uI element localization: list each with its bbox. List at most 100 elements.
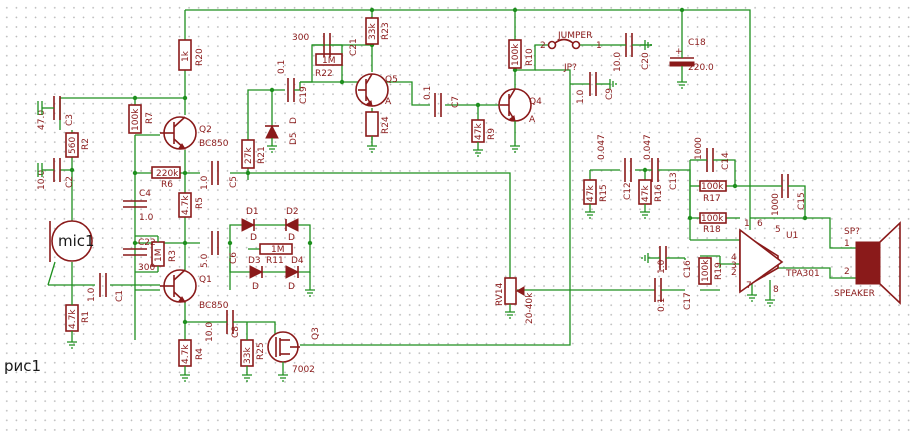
- svg-text:C18: C18: [688, 38, 706, 48]
- svg-text:4.7k: 4.7k: [181, 344, 191, 364]
- svg-text:JUMPER: JUMPER: [557, 31, 592, 41]
- svg-text:JP?: JP?: [563, 63, 577, 73]
- svg-text:C2: C2: [65, 176, 75, 188]
- svg-text:Q4: Q4: [529, 97, 542, 107]
- svg-text:C21: C21: [349, 38, 359, 56]
- svg-text:R1: R1: [81, 311, 91, 323]
- svg-text:D: D: [288, 233, 295, 243]
- speaker-sp: SP? 1 2 SPEAKER: [834, 221, 901, 305]
- svg-text:R7: R7: [145, 112, 155, 124]
- svg-text:C16: C16: [683, 260, 693, 278]
- resistor-r10: 100k R10: [508, 39, 535, 69]
- svg-text:2: 2: [731, 268, 737, 278]
- svg-text:TPA301: TPA301: [785, 269, 820, 279]
- svg-text:100k: 100k: [511, 43, 521, 66]
- svg-text:0.1: 0.1: [657, 298, 667, 312]
- resistor-r19: 100k R19: [698, 257, 724, 285]
- svg-text:R15: R15: [599, 184, 609, 202]
- svg-text:BC850: BC850: [199, 139, 229, 149]
- resistor-r11: 1M R11: [259, 243, 293, 266]
- svg-text:U1: U1: [786, 231, 798, 241]
- resistor-r22: 1M R22: [315, 53, 343, 79]
- svg-text:10.0: 10.0: [205, 322, 215, 342]
- capacitor-c22: C22 300: [123, 235, 158, 273]
- transistor-q3: Q3 7002: [267, 327, 321, 375]
- resistor-r23: 33k R23: [365, 17, 391, 45]
- svg-text:R6: R6: [161, 180, 173, 190]
- amplifier-u1: U1 TPA301 4 3 2 1 5 6 7 8: [731, 219, 820, 295]
- svg-text:D2: D2: [286, 207, 299, 217]
- svg-text:C12: C12: [623, 182, 633, 200]
- resistor-r5: 4.7k R5: [178, 192, 205, 218]
- svg-text:1: 1: [596, 41, 602, 51]
- capacitor-c20: 10.0 C20: [612, 33, 651, 72]
- svg-text:5: 5: [775, 225, 781, 235]
- svg-text:D: D: [288, 282, 295, 292]
- diode-d3: D3 D: [248, 256, 264, 292]
- svg-text:A: A: [385, 97, 392, 107]
- capacitor-c7: 0.1 C7: [423, 86, 461, 117]
- svg-text:BC850: BC850: [199, 301, 229, 311]
- svg-text:Q5: Q5: [385, 75, 398, 85]
- resistor-r6: 220k R6: [151, 166, 181, 190]
- ground-symbols: [37, 40, 775, 382]
- svg-text:1: 1: [844, 239, 850, 249]
- svg-text:C15: C15: [797, 192, 807, 210]
- svg-text:Q2: Q2: [199, 125, 212, 135]
- resistor-r25: 33k R25: [240, 322, 266, 375]
- svg-text:C14: C14: [721, 152, 731, 170]
- diode-d5: D5 D: [265, 117, 299, 146]
- svg-text:R18: R18: [703, 225, 721, 235]
- svg-text:D1: D1: [246, 207, 259, 217]
- svg-text:1M: 1M: [322, 56, 336, 66]
- resistor-r21: 27k R21: [241, 139, 267, 169]
- svg-text:C5: C5: [229, 176, 239, 188]
- svg-text:C19: C19: [299, 86, 309, 104]
- svg-text:4: 4: [731, 253, 737, 263]
- svg-text:C1: C1: [115, 290, 125, 302]
- svg-text:33k: 33k: [368, 23, 378, 40]
- svg-text:R10: R10: [525, 48, 535, 66]
- svg-text:R16: R16: [654, 184, 664, 202]
- svg-text:D5: D5: [289, 132, 299, 145]
- svg-text:C13: C13: [669, 172, 679, 190]
- svg-text:10.0: 10.0: [37, 170, 47, 190]
- svg-text:R3: R3: [168, 250, 178, 262]
- jumper-jp: JUMPER 2 1 JP?: [540, 31, 602, 73]
- svg-text:7: 7: [746, 281, 752, 291]
- transistor-q4: Q4 A: [498, 88, 542, 146]
- svg-text:5.0: 5.0: [200, 253, 210, 268]
- svg-text:0.1: 0.1: [277, 60, 287, 74]
- svg-text:1.0: 1.0: [139, 213, 154, 223]
- svg-text:47.0: 47.0: [37, 110, 47, 130]
- potentiometer-rv14: RV14 20-40k: [495, 277, 535, 324]
- resistor-r1: 4.7k R1: [65, 295, 91, 342]
- figure-label: рис1: [4, 357, 41, 375]
- svg-text:100k: 100k: [701, 214, 724, 224]
- svg-text:+: +: [675, 47, 683, 57]
- transistor-q5: Q5 A: [355, 73, 398, 107]
- svg-text:RV14: RV14: [495, 282, 505, 306]
- svg-text:100k: 100k: [131, 108, 141, 131]
- capacitor-c9: 1.0 C9: [576, 72, 615, 104]
- capacitor-c15: 1000 C15: [770, 174, 807, 216]
- svg-text:220k: 220k: [156, 169, 179, 179]
- resistor-r9: 47k R9: [471, 119, 497, 150]
- capacitor-c2: 10.0 C2: [37, 158, 75, 190]
- resistor-r18: 100k R18: [699, 212, 727, 235]
- svg-text:300: 300: [138, 263, 155, 273]
- svg-text:1000: 1000: [771, 193, 781, 216]
- svg-text:100k: 100k: [701, 259, 711, 282]
- svg-text:4.7k: 4.7k: [68, 309, 78, 329]
- svg-text:220.0: 220.0: [688, 63, 714, 73]
- svg-text:4.7k: 4.7k: [181, 195, 191, 215]
- capacitor-c3: 47.0 C3: [37, 96, 75, 130]
- svg-text:27k: 27k: [244, 147, 254, 164]
- svg-text:100k: 100k: [701, 182, 724, 192]
- capacitor-c8: 10.0 C8: [205, 310, 246, 342]
- resistor-r15: 47k R15: [583, 179, 609, 212]
- svg-text:8: 8: [773, 285, 779, 295]
- svg-text:C7: C7: [451, 96, 461, 108]
- svg-text:C8: C8: [231, 326, 241, 338]
